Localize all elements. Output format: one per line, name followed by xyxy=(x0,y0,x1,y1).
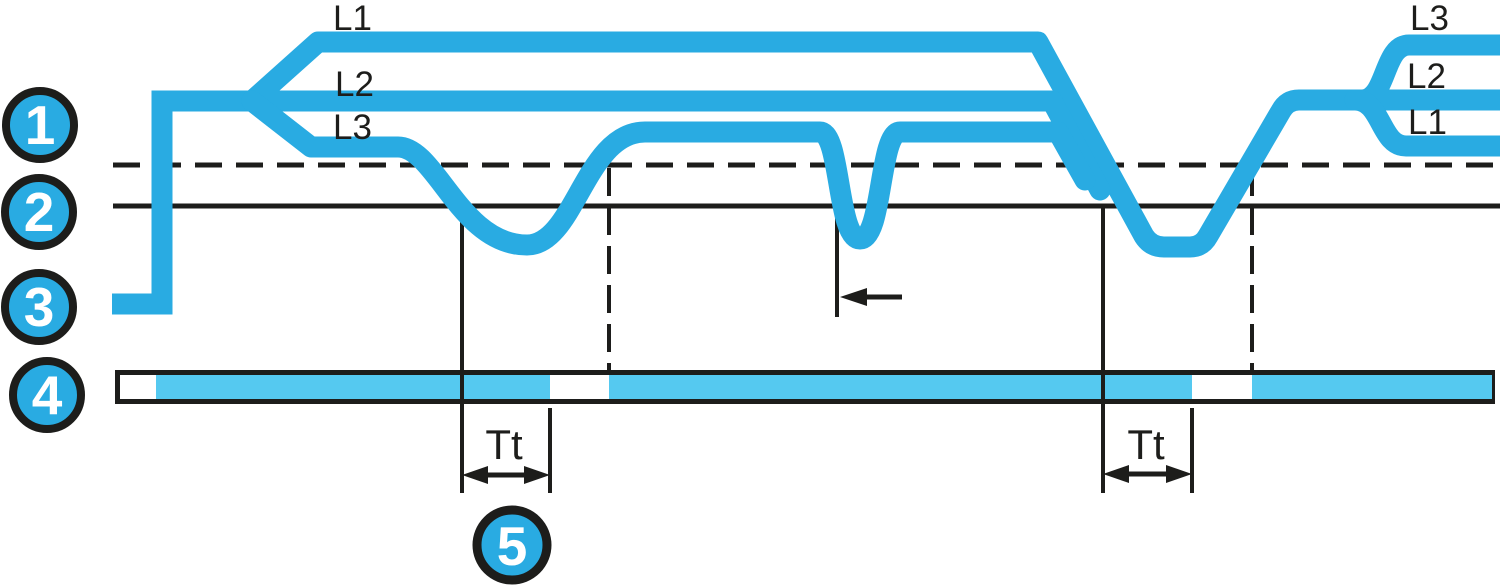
tt-right-arrowhead-right-icon xyxy=(1166,465,1192,483)
marker-circle-1: 1 xyxy=(2,87,78,163)
label-right-l1: L1 xyxy=(1408,103,1447,142)
pointer-arrowhead-left-icon xyxy=(840,288,867,306)
tt-left-arrowhead-left-icon xyxy=(462,466,488,484)
marker-3-number: 3 xyxy=(24,276,55,338)
marker-circle-2: 2 xyxy=(1,174,77,250)
label-left-l3: L3 xyxy=(333,108,372,147)
phase-trace-right-lower xyxy=(1344,89,1500,157)
tt-right-arrowhead-left-icon xyxy=(1103,465,1129,483)
phase-trace-l1-trunk xyxy=(241,31,1500,258)
marker-1-number: 1 xyxy=(25,94,56,156)
short-dip-pointer xyxy=(840,288,902,306)
tt-dimension-right xyxy=(1103,465,1192,483)
tt-label-right: Tt xyxy=(1127,421,1165,468)
label-left-l2: L2 xyxy=(335,65,374,104)
marker-circle-5: 5 xyxy=(472,505,552,585)
output-bar-off-gap-right xyxy=(1192,375,1252,399)
marker-4-disc xyxy=(9,357,85,433)
output-bar-off-gap-start xyxy=(120,375,156,399)
tt-label-left: Tt xyxy=(485,421,523,468)
label-right-l2: L2 xyxy=(1407,57,1446,96)
tt-dimension-left xyxy=(462,466,550,484)
marker-4-number: 4 xyxy=(32,364,63,426)
marker-2-number: 2 xyxy=(24,181,55,243)
marker-3-disc xyxy=(1,269,77,345)
marker-1-disc xyxy=(2,87,78,163)
marker-5-number: 5 xyxy=(497,515,528,577)
marker-5-disc xyxy=(472,505,552,585)
marker-circle-4: 4 xyxy=(9,357,85,433)
tt-left-arrowhead-right-icon xyxy=(524,466,550,484)
marker-circle-3: 3 xyxy=(1,269,77,345)
marker-2-disc xyxy=(1,174,77,250)
output-bar-off-gap-middle xyxy=(550,375,609,399)
label-right-l3: L3 xyxy=(1410,0,1449,38)
output-state-bar xyxy=(115,370,1495,404)
supply-input-line xyxy=(112,90,252,315)
phase-trace-l3-dips xyxy=(241,90,1096,256)
label-left-l1: L1 xyxy=(333,0,372,38)
output-bar-on-fill xyxy=(120,375,1492,399)
